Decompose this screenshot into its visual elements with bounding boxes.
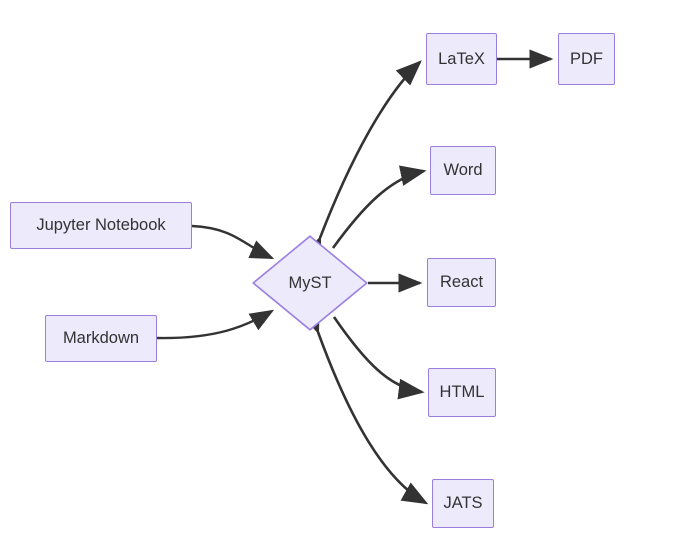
edge-myst-to-word	[331, 165, 427, 249]
edge-myst-to-jats	[300, 306, 429, 505]
node-label-react: React	[439, 273, 484, 291]
node-label-latex: LaTeX	[438, 49, 485, 68]
node-label-word: Word	[443, 161, 483, 179]
node-jupyter-notebook[interactable]: Jupyter Notebook	[10, 202, 192, 249]
edge-jupyter-to-myst	[191, 224, 275, 260]
node-label-html: HTML	[439, 383, 485, 401]
node-label-pdf: PDF	[570, 49, 603, 68]
edge-markdown-to-myst	[156, 309, 275, 340]
node-markdown[interactable]: Markdown	[45, 315, 157, 362]
node-jats[interactable]: JATS	[432, 479, 494, 528]
node-label-jupyter-notebook: Jupyter Notebook	[36, 216, 166, 234]
node-label-myst: MyST	[288, 273, 332, 292]
node-label-markdown: Markdown	[62, 329, 140, 347]
node-myst[interactable]: MyST	[252, 235, 368, 331]
node-react[interactable]: React	[427, 258, 496, 307]
node-label-jats: JATS	[443, 494, 483, 512]
node-html[interactable]: HTML	[428, 368, 496, 417]
node-latex[interactable]: LaTeX	[426, 33, 497, 85]
edge-myst-to-latex	[301, 60, 422, 264]
node-pdf[interactable]: PDF	[558, 33, 615, 85]
node-word[interactable]: Word	[430, 146, 496, 195]
